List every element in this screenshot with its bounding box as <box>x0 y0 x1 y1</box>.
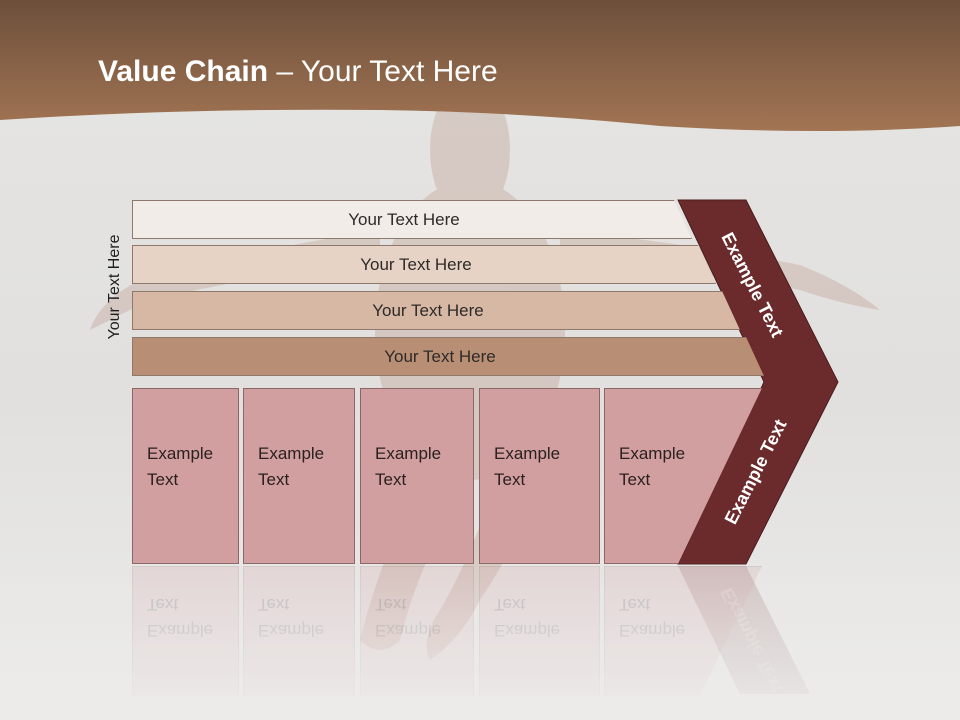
row-4: Your Text Here <box>132 337 764 376</box>
row-2: Your Text Here <box>132 245 716 284</box>
title-bold: Value Chain <box>98 55 269 88</box>
row-2-label: Your Text Here <box>360 254 472 274</box>
row-3-label: Your Text Here <box>372 300 484 320</box>
header-band <box>0 0 960 131</box>
row-1-label: Your Text Here <box>348 209 460 229</box>
page-title: Value Chain – Your Text Here <box>98 55 498 89</box>
row-1: Your Text Here <box>132 200 692 239</box>
title-rest: – Your Text Here <box>268 55 498 88</box>
row-4-label: Your Text Here <box>384 346 496 366</box>
row-3: Your Text Here <box>132 291 740 330</box>
reflection-fade <box>0 560 960 720</box>
